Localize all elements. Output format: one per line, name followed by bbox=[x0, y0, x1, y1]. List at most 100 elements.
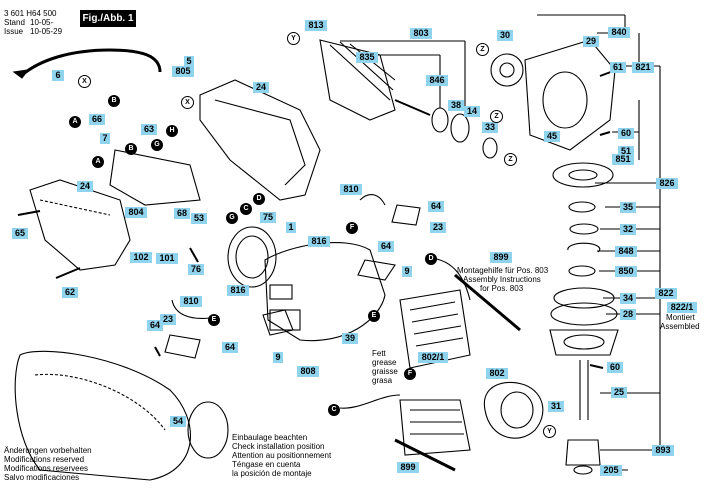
part-tag: 848 bbox=[615, 246, 637, 257]
marker-circle: Z bbox=[504, 153, 517, 166]
part-tag: 102 bbox=[130, 252, 152, 263]
marker-circle: C bbox=[240, 203, 252, 215]
marker-circle: Z bbox=[476, 43, 489, 56]
check-line: la posición de montaje bbox=[232, 469, 312, 478]
marker-circle: C bbox=[328, 404, 340, 416]
changes-line: Salvo modificaciones bbox=[4, 473, 80, 482]
part-tag: 34 bbox=[620, 293, 636, 304]
part-tag: 75 bbox=[260, 212, 276, 223]
part-tag: 23 bbox=[430, 222, 446, 233]
part-tag: 14 bbox=[464, 106, 480, 117]
part-tag: 65 bbox=[12, 228, 28, 239]
montage-line: for Pos. 803 bbox=[480, 284, 524, 293]
grease-line: grease bbox=[372, 358, 397, 367]
part-tag: 846 bbox=[426, 75, 448, 86]
part-tag: 25 bbox=[611, 387, 627, 398]
part-tag: 822/1 bbox=[667, 302, 697, 313]
marker-circle: A bbox=[69, 116, 81, 128]
part-tag: 851 bbox=[612, 154, 634, 165]
marker-circle: X bbox=[78, 75, 91, 88]
part-tag: 63 bbox=[141, 124, 157, 135]
document-number: 3 601 H64 500 bbox=[4, 9, 57, 18]
marker-circle: H bbox=[166, 125, 178, 137]
part-tag: 51 bbox=[618, 146, 634, 157]
part-tag: 76 bbox=[188, 264, 204, 275]
part-tag: 60 bbox=[607, 362, 623, 373]
marker-circle: F bbox=[346, 222, 358, 234]
part-tag: 60 bbox=[618, 128, 634, 139]
part-tag: 893 bbox=[652, 445, 674, 456]
montage-line: Montagehilfe für Pos. 803 bbox=[457, 266, 549, 275]
part-tag: 64 bbox=[428, 201, 444, 212]
part-tag: 808 bbox=[297, 366, 319, 377]
check-line: Téngase en cuenta bbox=[232, 460, 301, 469]
assembled-line: Montiert bbox=[666, 313, 695, 322]
grease-line: grasa bbox=[372, 376, 393, 385]
part-tag: 9 bbox=[402, 266, 412, 277]
part-tag: 850 bbox=[615, 266, 637, 277]
part-tag: 66 bbox=[89, 114, 105, 125]
part-tag: 9 bbox=[273, 352, 283, 363]
marker-circle: B bbox=[125, 143, 137, 155]
part-tag: 64 bbox=[147, 320, 163, 331]
figure-label: Fig./Abb. 1 bbox=[80, 10, 136, 27]
grease-line: graisse bbox=[372, 367, 398, 376]
part-tag: 840 bbox=[608, 27, 630, 38]
marker-circle: Z bbox=[490, 110, 503, 123]
part-tag: 5 bbox=[184, 56, 194, 67]
part-tag: 64 bbox=[378, 241, 394, 252]
marker-circle: D bbox=[425, 253, 437, 265]
part-tag: 61 bbox=[610, 62, 626, 73]
part-tag: 816 bbox=[227, 285, 249, 296]
part-tag: 810 bbox=[180, 296, 202, 307]
part-tag: 205 bbox=[600, 465, 622, 476]
marker-circle: E bbox=[368, 310, 380, 322]
stand-value: 10-05- bbox=[30, 18, 54, 27]
marker-circle: B bbox=[108, 95, 120, 107]
part-tag: 38 bbox=[448, 100, 464, 111]
part-tag: 29 bbox=[583, 36, 599, 47]
part-tag: 30 bbox=[497, 30, 513, 41]
part-tag: 33 bbox=[482, 122, 498, 133]
part-tag: 802 bbox=[486, 368, 508, 379]
part-tag: 24 bbox=[253, 82, 269, 93]
part-tag: 28 bbox=[620, 309, 636, 320]
check-line: Einbaulage beachten bbox=[232, 433, 308, 442]
part-tag: 810 bbox=[340, 184, 362, 195]
montage-line: Assembly Instructions bbox=[463, 275, 541, 284]
part-tag: 32 bbox=[620, 224, 636, 235]
part-tag: 813 bbox=[305, 20, 327, 31]
marker-circle: F bbox=[404, 368, 416, 380]
part-tag: 803 bbox=[410, 28, 432, 39]
changes-line: Modifications reservees bbox=[4, 464, 89, 473]
issue-label: Issue bbox=[4, 27, 24, 36]
part-tag: 6 bbox=[52, 70, 64, 81]
issue-value: 10-05-29 bbox=[30, 27, 63, 36]
part-tag: 805 bbox=[172, 66, 194, 77]
part-tag: 899 bbox=[490, 252, 512, 263]
assembled-line: Assembled bbox=[660, 322, 700, 331]
marker-circle: G bbox=[151, 139, 163, 151]
part-tag: 101 bbox=[156, 253, 178, 264]
changes-line: Änderungen vorbehalten bbox=[4, 446, 92, 455]
marker-circle: Y bbox=[287, 32, 300, 45]
part-tag: 899 bbox=[397, 462, 419, 473]
part-tag: 24 bbox=[77, 181, 93, 192]
changes-line: Modifications reserved bbox=[4, 455, 85, 464]
part-tag: 826 bbox=[656, 178, 678, 189]
marker-circle: Y bbox=[543, 425, 556, 438]
marker-circle: X bbox=[181, 96, 194, 109]
part-tag: 23 bbox=[160, 314, 176, 325]
part-tag: 54 bbox=[170, 416, 186, 427]
part-tag: 1 bbox=[286, 222, 296, 233]
part-tag: 822 bbox=[655, 288, 677, 299]
grease-line: Fett bbox=[372, 349, 386, 358]
part-tag: 816 bbox=[308, 236, 330, 247]
marker-circle: G bbox=[226, 212, 238, 224]
part-tag: 53 bbox=[191, 213, 207, 224]
part-tag: 31 bbox=[548, 401, 564, 412]
part-tag: 64 bbox=[222, 342, 238, 353]
marker-circle: A bbox=[92, 156, 104, 168]
stand-label: Stand bbox=[4, 18, 25, 27]
